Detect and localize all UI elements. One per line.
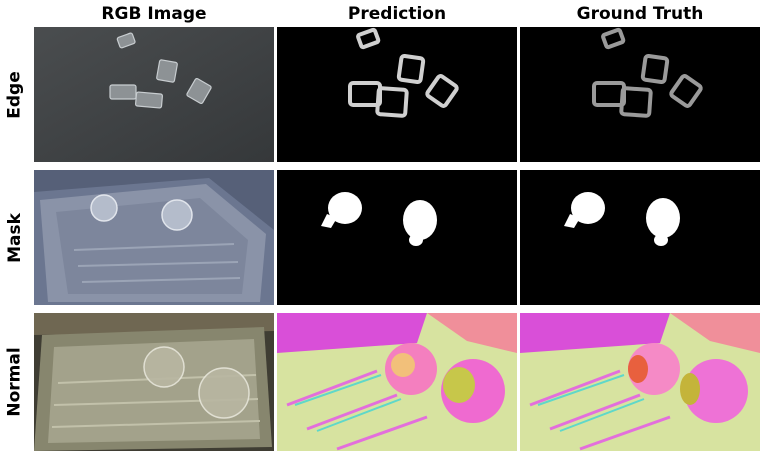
normal-ground-truth [520,313,760,451]
row-label-normal-text: Normal [5,347,25,417]
edge-prediction [277,27,517,162]
column-header-ground-truth: Ground Truth [576,4,704,24]
normal-rgb-image [34,313,274,451]
edge-rgb-image [34,27,274,162]
mask-rgb-image [34,170,274,305]
mask-prediction [277,170,517,305]
normal-prediction [277,313,517,451]
row-label-edge-text: Edge [5,70,26,119]
column-header-rgb-image: RGB Image [101,4,207,24]
row-label-mask: Mask [0,170,30,305]
edge-ground-truth [520,27,760,162]
row-label-edge: Edge [0,27,30,162]
row-label-mask-text: Mask [5,212,26,263]
row-label-normal: Normal [0,313,30,451]
mask-ground-truth [520,170,760,305]
column-header-prediction: Prediction [347,4,447,24]
